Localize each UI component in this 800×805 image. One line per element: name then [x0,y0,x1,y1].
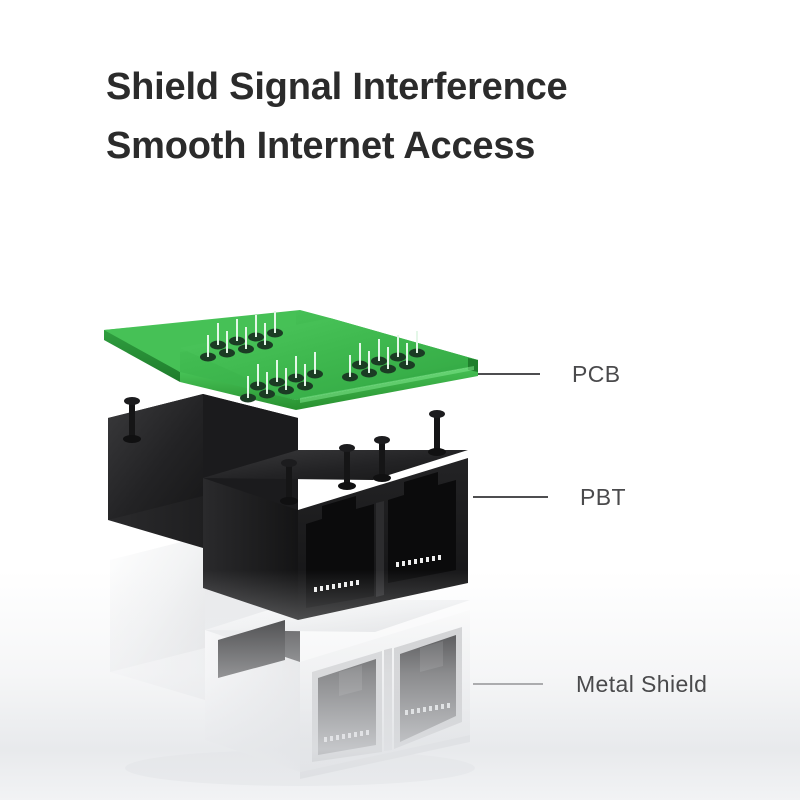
alignment-post-4 [373,436,391,482]
headline-line-1: Shield Signal Interference [106,66,568,108]
pcb-main-body [180,318,478,400]
headline-line-2: Smooth Internet Access [106,124,536,167]
metal-shield-bottom-lip [300,735,470,779]
metal-shield-front-plate [300,610,470,772]
metal-jack-rim-1 [312,651,382,762]
callout-label-metal-shield: Metal Shield [576,671,708,697]
pcb-pin-cluster-c [240,352,323,403]
pbt-left-face [203,478,298,620]
pcb-pin-cluster-a [200,311,283,362]
pbt-jack-contacts-1 [314,580,359,592]
layer-pbt [108,394,468,620]
pbt-jack-contacts-2 [396,555,441,567]
alignment-post-2 [280,459,298,505]
metal-shield-rear-body [110,536,300,700]
pcb-top-surface [104,310,478,400]
page-title: Shield Signal Interference Smooth Intern… [106,58,726,176]
layer-metal-shield [110,536,470,779]
pbt-jack-opening-1 [306,496,374,608]
pbt-alignment-posts [123,397,446,505]
pcb-edge-left [104,330,180,382]
pcb-edge-lower-left [180,372,296,410]
metal-shield-rear-top [110,536,205,672]
metal-shield-left-face [205,630,300,772]
metal-shield-divider [384,648,392,751]
alignment-post-3 [338,444,356,490]
alignment-post-1 [123,397,141,443]
metal-shield-rear-right [205,536,300,700]
callout-label-pbt: PBT [580,484,626,510]
metal-jack-rim-2 [394,627,462,749]
metal-jack-opening-1 [318,659,376,755]
metal-shield-notch [218,620,285,678]
layer-pcb [104,310,478,410]
pcb-edge-front [296,366,478,410]
metal-jack-contacts-1 [324,730,369,742]
pbt-jack-opening-2 [388,472,456,583]
callout-leader-lines [473,373,548,685]
pbt-rear-body [108,394,298,548]
callout-label-pcb: PCB [572,361,621,387]
pbt-divider [376,501,384,597]
alignment-post-5 [428,410,446,456]
metal-shield-top-a [205,600,470,632]
metal-jack-key-1 [339,665,362,696]
pbt-rear-top [108,394,203,520]
pbt-top-face [203,450,468,480]
ground-shadow [125,750,475,786]
pbt-rear-right [203,394,298,548]
metal-jack-key-2 [420,641,443,672]
pcb-edge-highlight [300,366,474,403]
pbt-front-plate [298,458,468,620]
metal-jack-opening-2 [400,635,456,742]
metal-jack-contacts-2 [405,703,450,715]
pcb-pin-cluster-b [342,331,425,382]
metal-shield-recess [285,582,300,695]
pcb-upper-wing [104,312,296,372]
pcb-edge-corner [468,358,478,372]
